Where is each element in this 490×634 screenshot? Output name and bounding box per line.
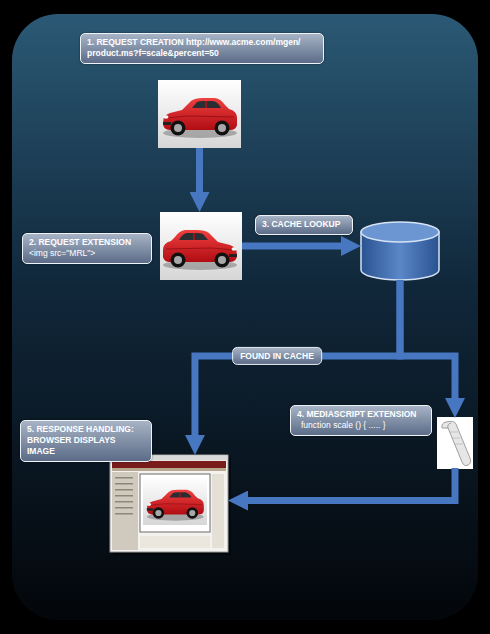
- step-label: 5. RESPONSE HANDLING: BROWSER DISPLAYS I…: [20, 420, 152, 462]
- step-detail: <img src="MRL">: [29, 248, 145, 259]
- panel: [12, 14, 478, 620]
- step-node: 2. REQUEST EXTENSION<img src="MRL">: [160, 212, 242, 280]
- car-photo: [160, 212, 242, 280]
- car-photo: [158, 80, 241, 148]
- step-node: 1. REQUEST CREATION http://www.acme.com/…: [158, 80, 241, 148]
- step-node: 3. CACHE LOOKUP: [361, 222, 439, 280]
- cache-cylinder: [361, 222, 439, 280]
- step-heading: 4. MEDIASCRIPT EXTENSION: [297, 409, 425, 420]
- script-scroll: [437, 417, 473, 469]
- flow-arrow: [236, 468, 455, 501]
- step-node: 5. RESPONSE HANDLING: BROWSER DISPLAYS I…: [110, 455, 228, 552]
- step-node: 4. MEDIASCRIPT EXTENSIONfunction scale (…: [438, 418, 472, 468]
- flow-arrow: [196, 148, 203, 204]
- step-detail: function scale () { ..... }: [297, 420, 387, 431]
- step-heading: 3. CACHE LOOKUP: [262, 219, 346, 230]
- step-label: 4. MEDIASCRIPT EXTENSIONfunction scale (…: [290, 405, 432, 436]
- edge-label: FOUND IN CACHE: [232, 347, 322, 365]
- step-heading: 5. RESPONSE HANDLING: BROWSER DISPLAYS I…: [27, 424, 145, 457]
- browser-window: [110, 455, 231, 555]
- step-label: 1. REQUEST CREATION http://www.acme.com/…: [80, 33, 324, 64]
- flow-arrow: [242, 243, 353, 250]
- step-heading: 2. REQUEST EXTENSION: [29, 237, 145, 248]
- step-label: 3. CACHE LOOKUP: [255, 215, 353, 235]
- step-heading: 1. REQUEST CREATION http://www.acme.com/…: [87, 37, 317, 59]
- flow-arrow: [400, 280, 455, 410]
- step-label: 2. REQUEST EXTENSION<img src="MRL">: [22, 233, 152, 264]
